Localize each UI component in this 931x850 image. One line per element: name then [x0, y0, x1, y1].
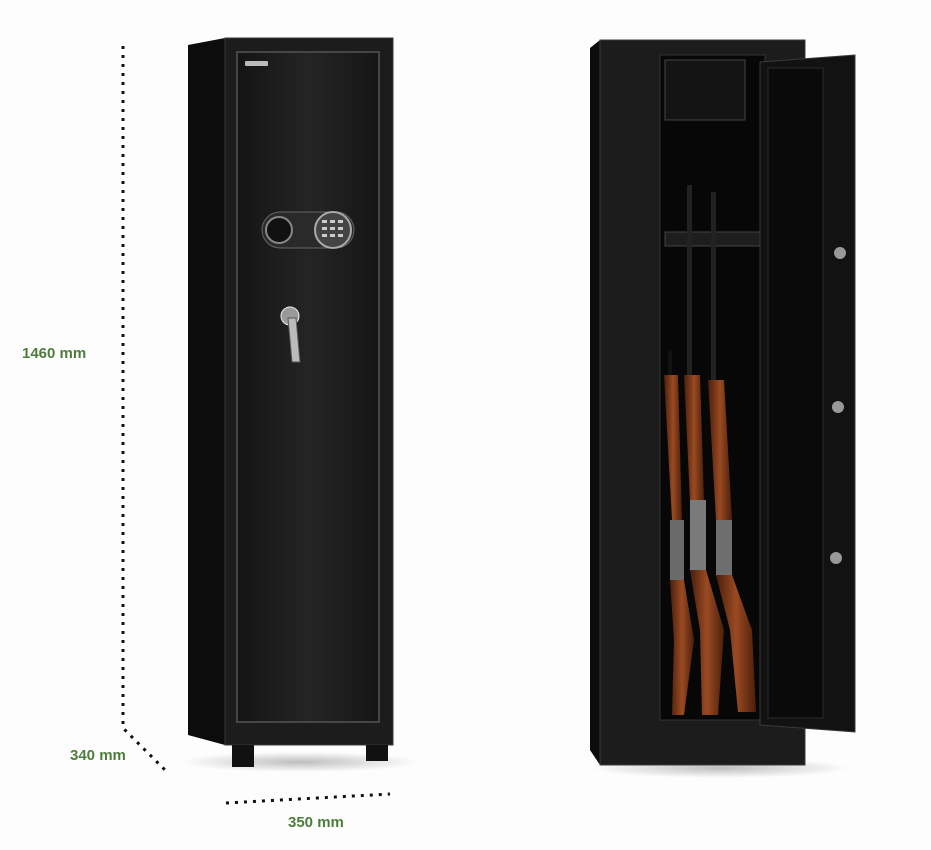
- door-inner-panel: [767, 67, 824, 719]
- closed-safe: [180, 37, 420, 772]
- height-dimension-line: [121, 46, 167, 772]
- rifle: [708, 192, 756, 712]
- safe-foot: [232, 745, 254, 767]
- rifles: [664, 185, 756, 715]
- safe-door: [236, 51, 380, 723]
- door-handle[interactable]: [280, 306, 301, 363]
- brand-badge: [245, 61, 268, 66]
- top-compartment: [664, 59, 746, 121]
- safe-side-panel: [590, 40, 600, 765]
- rifle: [684, 185, 724, 715]
- rifle: [664, 350, 694, 715]
- width-dimension-line: [225, 792, 391, 805]
- safe-foot: [366, 745, 388, 761]
- width-label: 350 mm: [288, 814, 344, 831]
- dimension-lines: [121, 46, 391, 805]
- locking-bolt: [832, 401, 844, 413]
- safe-side-panel: [188, 38, 225, 745]
- depth-label: 340 mm: [70, 747, 126, 764]
- open-safe: [590, 39, 856, 778]
- locking-bolt: [830, 552, 842, 564]
- height-label: 1460 mm: [22, 345, 86, 362]
- electronic-keypad-lock[interactable]: [261, 211, 355, 249]
- locking-bolt: [834, 247, 846, 259]
